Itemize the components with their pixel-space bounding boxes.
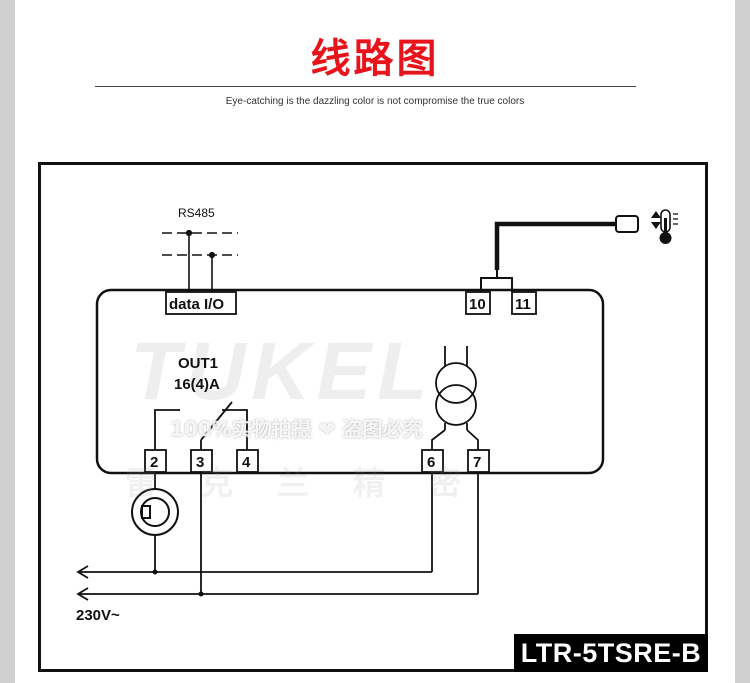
terminal-label: 11	[515, 296, 531, 313]
terminal-4: 4	[236, 449, 259, 473]
rs485-label: RS485	[178, 206, 215, 220]
terminal-label: 3	[196, 454, 204, 471]
voltage-label: 230V~	[76, 607, 120, 624]
terminal-label: 2	[150, 454, 158, 471]
terminal-label: 6	[427, 454, 435, 471]
terminal-label: 4	[242, 454, 251, 471]
mains-wiring	[76, 472, 479, 601]
watermark-line1: 100%实物拍摄 ❤ 盗图必究	[170, 417, 423, 441]
probe-wiring	[480, 221, 618, 292]
rating-label: 16(4)A	[174, 376, 220, 393]
temperature-probe	[615, 215, 639, 233]
terminal-11: 11	[511, 291, 537, 315]
data-io-label: data I/O	[169, 296, 224, 313]
transformer-icon	[431, 346, 479, 452]
watermark-line2: 雷克兰精密	[125, 464, 506, 502]
title-divider	[95, 86, 636, 87]
diagram-frame	[38, 162, 708, 672]
terminal-6: 6	[421, 449, 444, 473]
relay-contacts	[154, 401, 248, 452]
terminal-10: 10	[465, 291, 491, 315]
terminal-label: 7	[473, 454, 481, 471]
rs485-bus	[162, 229, 238, 293]
thermometer-icon	[651, 209, 678, 244]
out1-label: OUT1	[178, 355, 218, 372]
terminal-label: 10	[469, 296, 486, 313]
data-io-connector	[165, 291, 237, 315]
controller-body	[95, 288, 605, 475]
right-gray-bar	[735, 0, 750, 683]
page-subtitle: Eye-catching is the dazzling color is no…	[225, 96, 525, 107]
left-gray-bar	[0, 0, 15, 683]
load-icon	[131, 488, 179, 536]
watermark-brand: TUKEL	[130, 326, 434, 417]
model-badge: LTR-5TSRE-B	[514, 634, 708, 672]
page-title: 线路图	[310, 36, 440, 82]
